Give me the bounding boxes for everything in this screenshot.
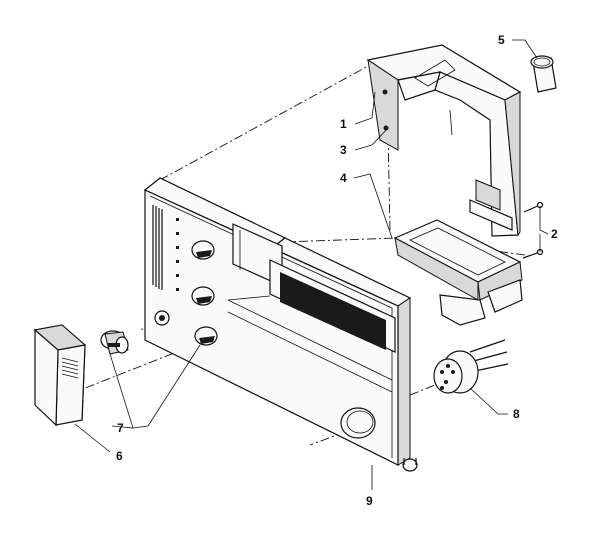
end-cap [530, 55, 557, 93]
callout-4: 4 [340, 171, 347, 185]
round-connector [433, 339, 509, 394]
knob-socket [154, 310, 170, 326]
round-opening [340, 407, 376, 439]
callout-2: 2 [551, 227, 558, 241]
vent-grille [152, 205, 163, 290]
front-panel [143, 177, 418, 472]
callout-8: 8 [513, 407, 520, 421]
leader-lines [74, 39, 549, 490]
callout-7: 7 [117, 421, 124, 435]
tray [393, 219, 523, 326]
callout-labels: 1 2 3 4 5 6 7 8 9 [116, 33, 558, 508]
indicator-dots [176, 218, 179, 291]
side-cover [33, 324, 87, 427]
rear-housing [366, 44, 522, 237]
callout-1: 1 [340, 117, 347, 131]
display-screen [280, 272, 386, 350]
knob [100, 330, 129, 355]
callout-5: 5 [498, 33, 505, 47]
screws [522, 201, 544, 259]
callout-3: 3 [340, 143, 347, 157]
callout-9: 9 [366, 494, 373, 508]
callout-6: 6 [116, 449, 123, 463]
panel-buttons [191, 240, 218, 346]
cover-grille [61, 357, 79, 379]
